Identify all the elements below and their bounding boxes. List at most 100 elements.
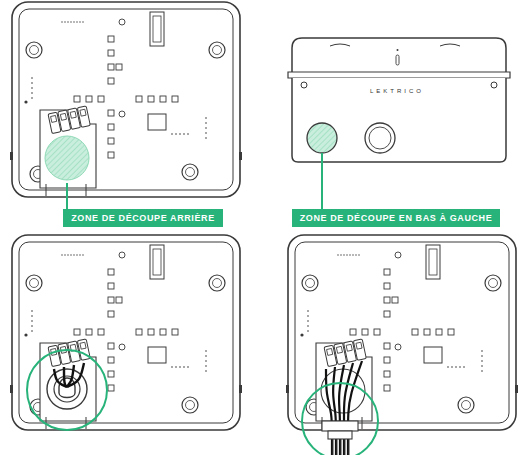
drawing-part bbox=[205, 117, 207, 119]
enclosure-view bbox=[10, 2, 242, 197]
drawing-part bbox=[61, 21, 62, 22]
drawing-part bbox=[98, 96, 104, 102]
drawing-part bbox=[205, 137, 207, 139]
drawing-part bbox=[108, 124, 114, 130]
housing-inner bbox=[19, 9, 233, 190]
drawing-part bbox=[153, 249, 161, 275]
highlight-ring bbox=[302, 383, 378, 455]
drawing-part bbox=[426, 245, 440, 279]
knockout bbox=[365, 123, 395, 153]
leader-line bbox=[66, 183, 68, 209]
drawing-part bbox=[384, 311, 390, 317]
drawing-part bbox=[307, 315, 309, 317]
drawing-part bbox=[108, 36, 114, 42]
banner-text: ZONE DE DÉCOUPE EN BAS À GAUCHE bbox=[300, 212, 493, 224]
drawing-part bbox=[70, 21, 71, 22]
drawing-part bbox=[300, 333, 303, 336]
screw-hole bbox=[485, 275, 501, 291]
drawing-part bbox=[337, 439, 338, 455]
terminal bbox=[353, 339, 366, 360]
terminal bbox=[346, 344, 352, 351]
drawing-part bbox=[205, 365, 207, 367]
drawing-part bbox=[24, 100, 27, 103]
drawing-part bbox=[481, 360, 483, 362]
drawing-part bbox=[108, 78, 114, 84]
drawing-part bbox=[345, 439, 346, 455]
drawing-part bbox=[73, 21, 74, 22]
drawing-part bbox=[119, 19, 125, 25]
drawing-part bbox=[307, 320, 309, 322]
drawing-part bbox=[10, 385, 13, 393]
terminal bbox=[80, 109, 86, 116]
terminal bbox=[70, 111, 76, 118]
highlight-ring bbox=[27, 350, 107, 430]
drawing-part bbox=[76, 254, 77, 255]
drawing-part bbox=[205, 370, 207, 372]
drawing-part bbox=[70, 254, 71, 255]
drawing-part bbox=[333, 439, 334, 455]
drawing-part bbox=[340, 254, 341, 255]
cable-gland bbox=[328, 431, 352, 439]
drawing-part bbox=[459, 366, 461, 368]
drawing-part bbox=[64, 21, 65, 22]
screw-hole bbox=[209, 42, 225, 58]
cutout-zone bbox=[45, 136, 89, 180]
drawing-part bbox=[74, 96, 80, 102]
drawing-part bbox=[31, 330, 33, 332]
drawing-part bbox=[148, 96, 154, 102]
terminal bbox=[356, 342, 362, 349]
drawing-part bbox=[108, 385, 114, 391]
drawing-part bbox=[108, 50, 114, 56]
drawing-part bbox=[86, 96, 92, 102]
drawing-part bbox=[491, 82, 497, 88]
drawing-part bbox=[481, 365, 483, 367]
drawing-part bbox=[108, 152, 114, 158]
screw-hole bbox=[489, 279, 498, 288]
drawing-part bbox=[119, 252, 125, 258]
drawing-part bbox=[515, 385, 518, 393]
drawing-part bbox=[108, 138, 114, 144]
drawing-part bbox=[136, 96, 142, 102]
drawing-part bbox=[424, 329, 430, 335]
drawing-part bbox=[108, 283, 114, 289]
drawing-part bbox=[175, 366, 177, 368]
screw-hole bbox=[26, 42, 42, 58]
drawing-part bbox=[31, 97, 33, 99]
drawing-part bbox=[330, 44, 460, 46]
housing-outline bbox=[292, 78, 506, 162]
drawing-part bbox=[31, 82, 33, 84]
screw-hole bbox=[186, 401, 195, 410]
screw-hole bbox=[302, 275, 318, 291]
drawing-part bbox=[205, 350, 207, 352]
drawing-part bbox=[108, 110, 114, 116]
drawing-part bbox=[73, 254, 74, 255]
banner-text: ZONE DE DÉCOUPE ARRIÈRE bbox=[71, 212, 214, 224]
drawing-part bbox=[148, 329, 154, 335]
drawing-part bbox=[343, 254, 344, 255]
terminal bbox=[60, 113, 66, 120]
drawing-part bbox=[31, 325, 33, 327]
drawing-part bbox=[153, 16, 161, 42]
drawing-part bbox=[136, 329, 142, 335]
drawing-part bbox=[187, 366, 189, 368]
enclosure-side-view bbox=[288, 38, 510, 162]
drawing-part bbox=[337, 254, 338, 255]
drawing-part bbox=[150, 12, 164, 46]
drawing-part bbox=[61, 254, 62, 255]
cutout-zone bbox=[307, 123, 337, 153]
drawing-part bbox=[448, 329, 454, 335]
drawing-part bbox=[481, 370, 483, 372]
drawing-part bbox=[148, 347, 166, 363]
drawing-part bbox=[86, 329, 92, 335]
housing-inner bbox=[19, 242, 233, 423]
drawing-part bbox=[392, 297, 398, 303]
drawing-part bbox=[481, 355, 483, 357]
screw-hole bbox=[182, 397, 198, 413]
drawing-part bbox=[205, 355, 207, 357]
screw-hole bbox=[30, 279, 39, 288]
screw-hole bbox=[213, 46, 222, 55]
drawing-part bbox=[239, 385, 242, 393]
drawing-part bbox=[183, 366, 185, 368]
drawing-part bbox=[171, 366, 173, 368]
drawing-part bbox=[352, 254, 353, 255]
